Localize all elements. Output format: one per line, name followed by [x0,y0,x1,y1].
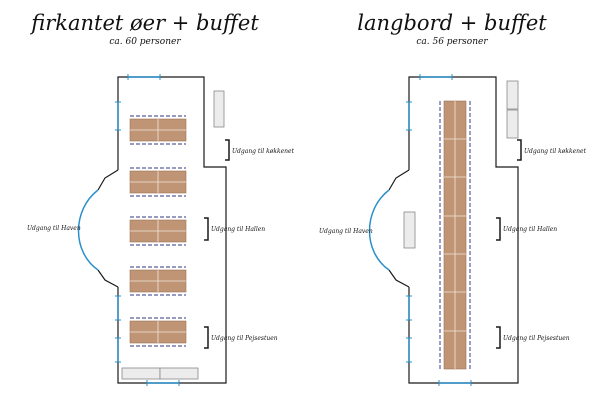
door-marker-kitchen [225,139,230,161]
door-marker-hall [204,217,209,241]
plan-long-table: langbord + buffet ca. 56 personer [319,11,587,386]
garden-bay-wall [388,169,410,288]
table-island [129,317,187,347]
table-island [129,216,187,246]
plan-square-islands: firkantet øer + buffet ca. 60 personer [27,11,295,386]
door-marker-kitchen [517,139,522,161]
plan-title: firkantet øer + buffet [29,11,259,35]
exit-label-fireplace: Udgang til Pejsestuen [211,335,278,342]
plan-subtitle: ca. 56 personer [416,37,488,47]
buffet-table [121,367,161,380]
buffet-table [159,367,199,380]
garden-door-arc [368,189,390,271]
plan-subtitle: ca. 60 personer [109,37,181,47]
garden-door-arc [77,189,99,271]
plan-title: langbord + buffet [357,11,547,35]
door-marker-fireplace [496,326,501,349]
table-island [129,266,187,296]
exit-label-garden: Udgang til Haven [27,225,81,232]
exit-label-hall: Udgang til Hallen [503,226,557,233]
buffet-table [506,109,519,139]
exit-label-garden: Udgang til Haven [319,228,373,235]
buffet-table [506,80,519,110]
exit-label-hall: Udgang til Hallen [211,226,265,233]
exit-label-kitchen: Udgang til køkkenet [232,148,295,155]
buffet-table [213,90,225,128]
table-island [129,115,187,145]
garden-bay-wall [97,169,119,288]
long-table [439,100,471,370]
exit-label-fireplace: Udgang til Pejsestuen [503,335,570,342]
buffet-table [403,211,416,249]
door-marker-fireplace [204,326,209,349]
door-marker-hall [496,217,501,241]
exit-label-kitchen: Udgang til køkkenet [524,148,587,155]
table-island [129,167,187,197]
